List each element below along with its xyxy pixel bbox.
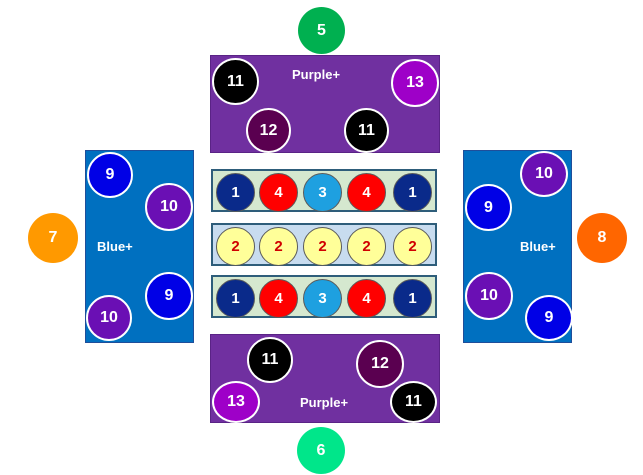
left-panel-label: Blue+ xyxy=(97,239,133,254)
rack-row-3: 1 4 3 4 1 xyxy=(211,275,437,318)
ball-left-3[interactable]: 9 xyxy=(145,272,193,320)
rack-ball-r3-3[interactable]: 3 xyxy=(303,279,342,318)
ball-right-1[interactable]: 10 xyxy=(520,151,568,197)
rack-ball-r3-5[interactable]: 1 xyxy=(393,279,432,318)
rack-ball-r1-2[interactable]: 4 xyxy=(259,173,298,212)
top-panel-label: Purple+ xyxy=(292,67,341,82)
bottom-panel-label: Purple+ xyxy=(300,395,349,410)
ball-left-2[interactable]: 10 xyxy=(145,183,193,231)
ball-right-4[interactable]: 9 xyxy=(525,295,573,341)
ball-bottom-1[interactable]: 11 xyxy=(247,337,293,383)
rack-ball-r2-2[interactable]: 2 xyxy=(259,227,298,266)
rack-ball-r2-4[interactable]: 2 xyxy=(347,227,386,266)
ball-bottom-3[interactable]: 13 xyxy=(212,381,260,423)
ball-top-1[interactable]: 11 xyxy=(212,58,259,105)
left-blue-panel: Blue+ 9 10 9 10 xyxy=(85,150,194,343)
ball-bottom-2[interactable]: 12 xyxy=(356,340,404,388)
seat-left-marker[interactable]: 7 xyxy=(28,213,78,263)
seat-top-marker[interactable]: 5 xyxy=(298,7,345,54)
bottom-purple-panel: Purple+ 11 12 13 11 xyxy=(210,334,440,423)
ball-right-2[interactable]: 9 xyxy=(465,184,512,231)
rack-ball-r1-1[interactable]: 1 xyxy=(216,173,255,212)
ball-right-3[interactable]: 10 xyxy=(465,272,513,320)
ball-top-3[interactable]: 11 xyxy=(344,108,389,153)
right-blue-panel: Blue+ 10 9 10 9 xyxy=(463,150,573,343)
rack-ball-r1-4[interactable]: 4 xyxy=(347,173,386,212)
ball-top-2[interactable]: 12 xyxy=(246,108,291,153)
center-rack: 1 4 3 4 1 2 2 2 2 2 1 4 3 4 1 xyxy=(211,169,437,320)
rack-ball-r2-1[interactable]: 2 xyxy=(216,227,255,266)
rack-row-1: 1 4 3 4 1 xyxy=(211,169,437,212)
rack-row-2: 2 2 2 2 2 xyxy=(211,223,437,266)
rack-ball-r3-1[interactable]: 1 xyxy=(216,279,255,318)
rack-ball-r1-5[interactable]: 1 xyxy=(393,173,432,212)
ball-top-4[interactable]: 13 xyxy=(391,59,439,107)
rack-ball-r3-2[interactable]: 4 xyxy=(259,279,298,318)
seat-right-marker[interactable]: 8 xyxy=(577,213,627,263)
rack-ball-r2-5[interactable]: 2 xyxy=(393,227,432,266)
ball-bottom-4[interactable]: 11 xyxy=(390,381,437,423)
seat-bottom-marker[interactable]: 6 xyxy=(297,427,345,474)
ball-left-1[interactable]: 9 xyxy=(87,152,133,198)
rack-ball-r1-3[interactable]: 3 xyxy=(303,173,342,212)
right-panel-label: Blue+ xyxy=(520,239,556,254)
top-purple-panel: Purple+ 11 12 11 13 xyxy=(210,55,440,153)
rack-ball-r2-3[interactable]: 2 xyxy=(303,227,342,266)
rack-ball-r3-4[interactable]: 4 xyxy=(347,279,386,318)
ball-left-4[interactable]: 10 xyxy=(86,295,132,341)
